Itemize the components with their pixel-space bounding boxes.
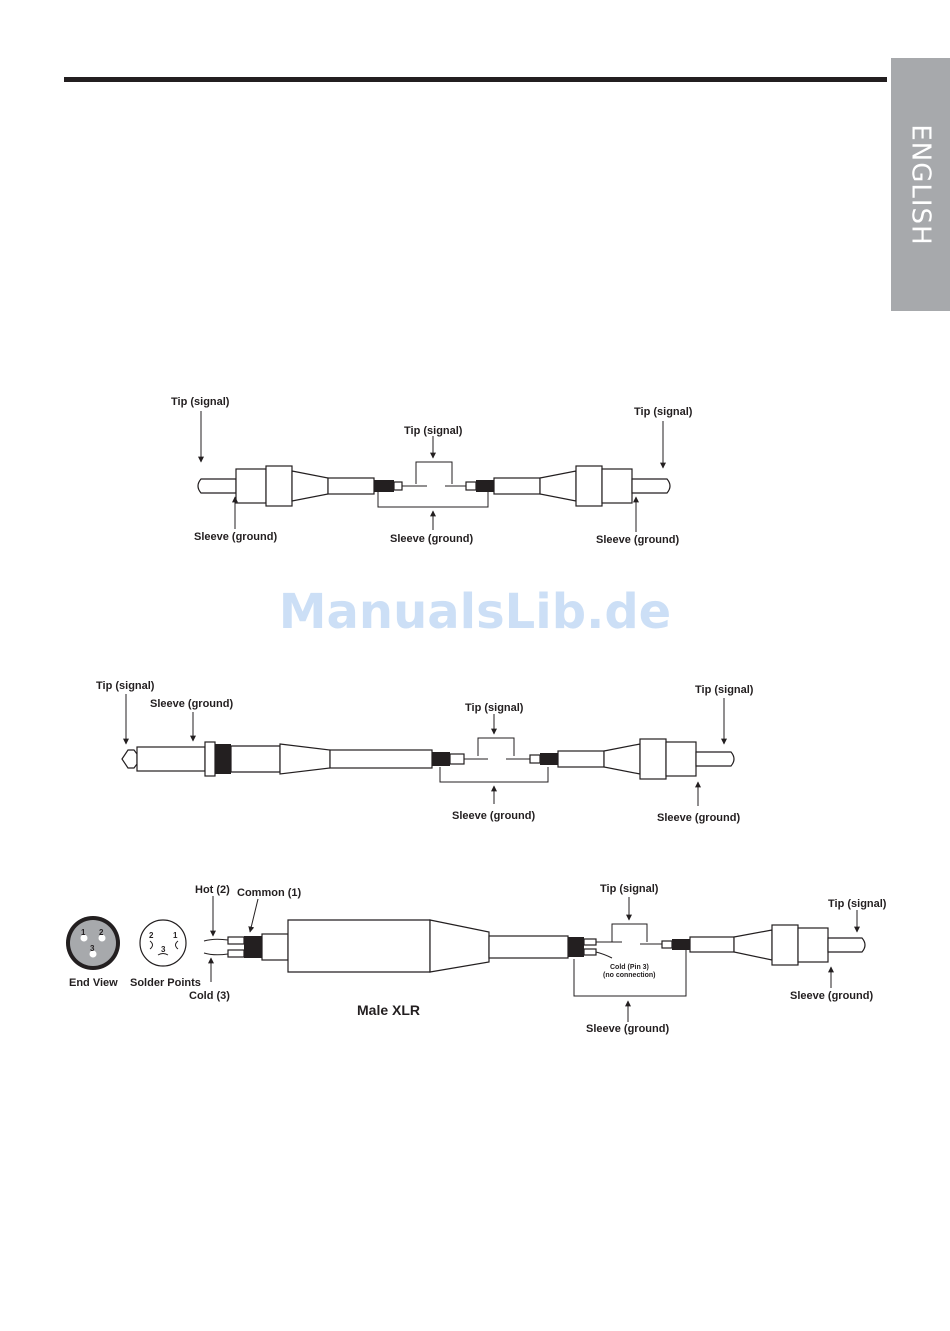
left-sleeve-label: Sleeve (ground) — [194, 531, 277, 543]
end-view-label: End View — [69, 977, 118, 989]
center-connection-brackets — [573, 923, 687, 997]
left-tip-label: Tip (signal) — [171, 396, 230, 408]
center-connection-brackets — [377, 461, 489, 508]
end-view-pin-2: 2 — [99, 928, 104, 937]
common-label: Common (1) — [237, 887, 302, 899]
cold-pin3-label: Cold (Pin 3) — [610, 964, 649, 971]
center-sleeve-label: Sleeve (ground) — [452, 810, 535, 822]
ts-plug — [121, 741, 474, 777]
center-sleeve-label: Sleeve (ground) — [390, 533, 473, 545]
common-arrow — [248, 898, 259, 933]
solder-pin-2: 2 — [149, 931, 154, 940]
watermark: ManualsLib.de — [278, 584, 672, 640]
diagram-xlr-to-rca: 1 2 3 2 1 3 — [66, 883, 887, 1035]
left-rca-plug — [197, 465, 412, 507]
right-sleeve-label: Sleeve (ground) — [790, 990, 873, 1002]
hot-label: Hot (2) — [195, 884, 230, 896]
solder-points-label: Solder Points — [130, 977, 201, 989]
left-tip-label: Tip (signal) — [96, 680, 155, 692]
right-tip-label: Tip (signal) — [828, 898, 887, 910]
right-tip-label: Tip (signal) — [634, 406, 693, 418]
right-sleeve-label: Sleeve (ground) — [596, 534, 679, 546]
center-sleeve-label: Sleeve (ground) — [586, 1023, 669, 1035]
right-rca-plug — [520, 738, 735, 780]
diagram-ts-to-rca: Tip (signal) Sleeve (ground) Tip (signal… — [96, 680, 754, 824]
solder-pin-3: 3 — [161, 945, 166, 954]
right-rca-plug — [654, 924, 866, 966]
language-tab: ENGLISH — [891, 58, 950, 311]
right-tip-label: Tip (signal) — [695, 684, 754, 696]
center-tip-label: Tip (signal) — [465, 702, 524, 714]
right-sleeve-label: Sleeve (ground) — [657, 812, 740, 824]
end-view-pin-3: 3 — [90, 944, 95, 953]
male-xlr-connector — [203, 919, 613, 973]
center-tip-label: Tip (signal) — [404, 425, 463, 437]
xlr-solder-points: 2 1 3 — [139, 919, 187, 967]
center-connection-brackets — [439, 737, 549, 783]
end-view-pin-1: 1 — [81, 928, 86, 937]
male-xlr-label: Male XLR — [357, 1002, 420, 1018]
diagram-rca-to-rca: Tip (signal) Sleeve (ground) Tip (signal… — [171, 396, 693, 546]
no-connection-label: (no connection) — [603, 972, 656, 979]
top-rule — [64, 77, 887, 82]
cold-label: Cold (3) — [189, 990, 230, 1002]
right-rca-plug — [458, 465, 671, 507]
solder-pin-1: 1 — [173, 931, 178, 940]
language-tab-label: ENGLISH — [905, 123, 936, 246]
center-tip-label: Tip (signal) — [600, 883, 659, 895]
xlr-end-view: 1 2 3 — [66, 916, 120, 970]
left-sleeve-label: Sleeve (ground) — [150, 698, 233, 710]
